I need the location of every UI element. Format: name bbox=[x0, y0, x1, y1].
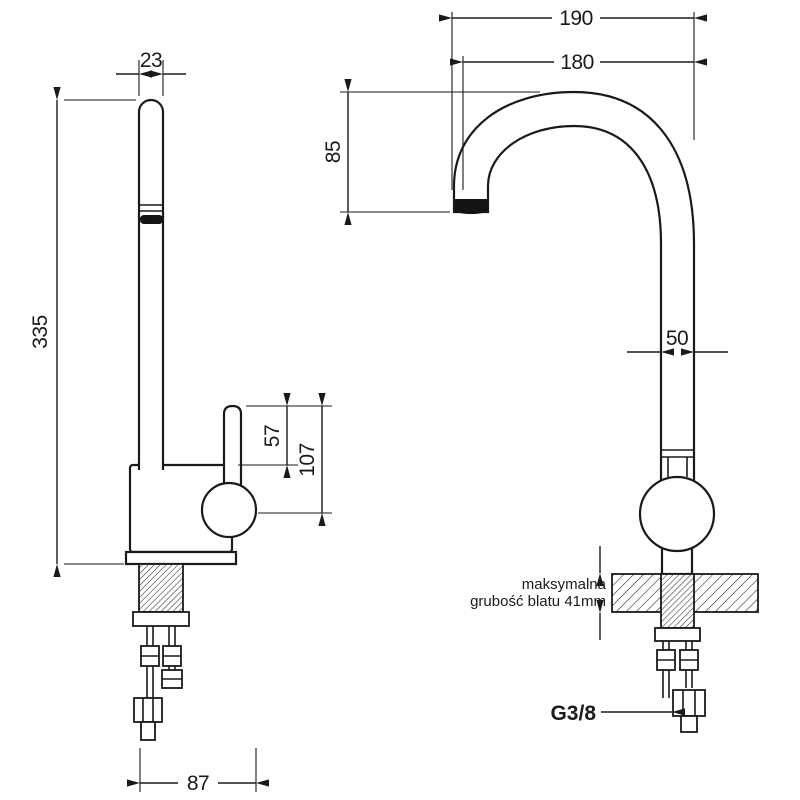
countertop-note: maksymalna grubość blatu 41mm bbox=[470, 546, 607, 640]
thread-size-label: G3/8 bbox=[550, 702, 596, 725]
side-view bbox=[124, 98, 258, 741]
dimension-85: 85 bbox=[322, 79, 540, 225]
gooseneck-spout-front bbox=[452, 90, 696, 492]
hose-connector-side bbox=[133, 697, 163, 723]
dim-label-85: 85 bbox=[322, 141, 345, 163]
hose-connector-front bbox=[672, 689, 706, 717]
dimension-87: 87 bbox=[127, 748, 269, 795]
aerator-front bbox=[454, 199, 488, 210]
dim-label-107: 107 bbox=[296, 443, 319, 477]
dimension-180: 180 bbox=[450, 51, 707, 190]
hose-stub-front bbox=[680, 715, 698, 733]
mounting-bracket-front bbox=[654, 627, 701, 642]
handle-joint-side bbox=[200, 481, 258, 539]
side-view-dimensions: 23 335 57 107 87 bbox=[29, 49, 332, 795]
dimension-190: 190 bbox=[439, 7, 707, 190]
dim-label-335: 335 bbox=[29, 315, 52, 349]
front-view-dimensions: 190 180 85 50 maksymalna grubość blatu 4 bbox=[322, 7, 728, 725]
aerator-tip bbox=[454, 206, 488, 214]
dimension-23: 23 bbox=[116, 49, 186, 96]
mounting-studs-side bbox=[146, 626, 176, 712]
base-flange-side bbox=[124, 550, 238, 566]
dimension-57-107: 57 107 bbox=[238, 393, 332, 526]
front-view bbox=[452, 90, 759, 733]
handle-lever-side bbox=[222, 404, 243, 492]
threaded-shank-side bbox=[138, 563, 184, 613]
threaded-shank-front bbox=[660, 573, 695, 629]
dimension-335: 335 bbox=[29, 87, 136, 577]
aerator-side bbox=[140, 215, 163, 224]
dim-label-180: 180 bbox=[560, 51, 594, 74]
dim-label-190: 190 bbox=[559, 7, 593, 30]
mounting-bracket-side bbox=[132, 611, 190, 627]
dim-label-87: 87 bbox=[187, 772, 209, 795]
dim-label-50: 50 bbox=[666, 327, 688, 350]
hose-stub-side bbox=[140, 721, 156, 741]
dimension-50: 50 bbox=[627, 327, 728, 356]
counter-note-line1: maksymalna bbox=[522, 576, 607, 593]
dim-label-57: 57 bbox=[261, 425, 284, 447]
spout-column-side bbox=[137, 98, 165, 470]
dim-label-23: 23 bbox=[140, 49, 162, 72]
counter-note-line2: grubość blatu 41mm bbox=[470, 593, 606, 610]
thread-size-callout: G3/8 bbox=[550, 702, 685, 725]
mixer-body-front bbox=[638, 475, 716, 553]
